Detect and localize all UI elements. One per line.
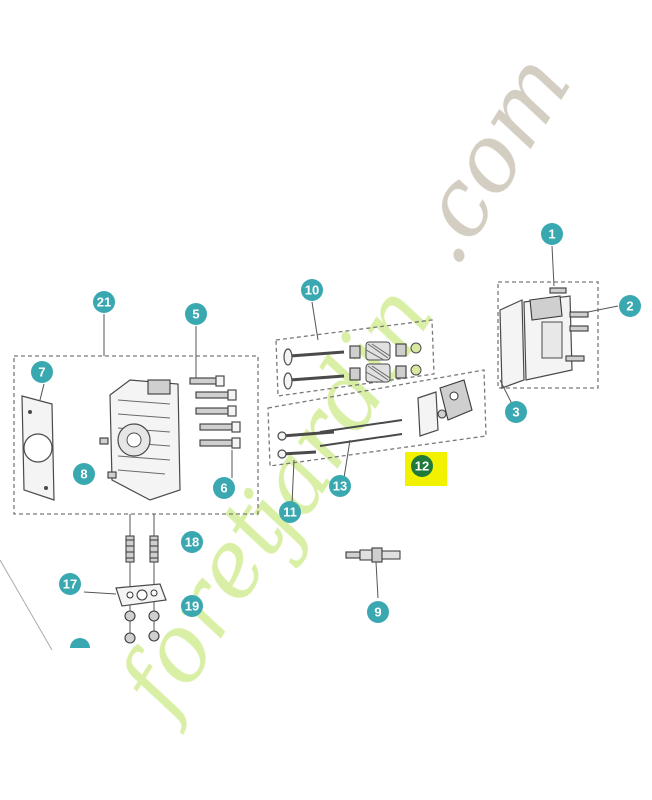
exhaust-gasket <box>115 583 167 607</box>
callout-8: 8 <box>73 463 95 485</box>
group-box-valves <box>275 319 435 397</box>
callout-label: 9 <box>374 605 381 620</box>
callout-circle <box>93 291 115 313</box>
watermark-text-com: .com <box>383 35 592 281</box>
callout-label: 18 <box>185 535 199 550</box>
callout-circle <box>73 463 95 485</box>
spark-plug <box>345 547 401 563</box>
callout-circle <box>367 601 389 623</box>
callout-circle <box>619 295 641 317</box>
callout-label: 19 <box>185 599 199 614</box>
callout-circle <box>411 455 433 477</box>
callout-11: 11 <box>279 501 301 523</box>
callout-5: 5 <box>185 303 207 325</box>
callout-label: 3 <box>512 405 519 420</box>
callout-label: 17 <box>63 577 77 592</box>
callout-21: 21 <box>93 291 115 313</box>
callout-1: 1 <box>541 223 563 245</box>
callout-17: 17 <box>59 573 81 595</box>
callout-18: 18 <box>181 531 203 553</box>
dowel-pin <box>99 437 109 445</box>
callout-label: 13 <box>333 479 347 494</box>
dowel-pin-2 <box>107 471 117 479</box>
callout-circle <box>181 531 203 553</box>
callout-12: 12 <box>411 455 433 477</box>
leader-1 <box>551 245 555 287</box>
callout-circle <box>59 573 81 595</box>
callout-6: 6 <box>213 477 235 499</box>
callout-label: 21 <box>97 295 111 310</box>
callout-circle <box>181 595 203 617</box>
callout-circle <box>185 303 207 325</box>
valve-cover-bolts <box>549 287 589 362</box>
leader-11 <box>291 459 295 505</box>
callout-label: 2 <box>626 299 633 314</box>
callout-label: 7 <box>38 365 45 380</box>
studs <box>125 535 159 563</box>
pushrods <box>277 419 403 459</box>
valves <box>283 348 345 390</box>
callout-circle <box>301 279 323 301</box>
leader-10 <box>311 301 319 341</box>
callout-label: 12 <box>415 459 429 474</box>
callout-19: 19 <box>181 595 203 617</box>
callout-circle <box>213 477 235 499</box>
leader-17 <box>83 591 117 595</box>
group-box-valve-cover <box>497 281 599 389</box>
callout-10: 10 <box>301 279 323 301</box>
partial-callout <box>70 638 90 648</box>
cylinder-head <box>109 379 181 501</box>
callout-label: 6 <box>220 481 227 496</box>
leader-7 <box>39 383 45 401</box>
leader-2 <box>587 305 619 313</box>
callout-label: 10 <box>305 283 319 298</box>
leader-13 <box>343 439 351 479</box>
valve-springs <box>349 341 422 383</box>
nuts <box>124 610 160 644</box>
callout-circle <box>31 361 53 383</box>
leader-9 <box>375 561 379 599</box>
leader-3 <box>499 379 513 405</box>
head-gasket <box>21 395 55 501</box>
callout-2: 2 <box>619 295 641 317</box>
valve-cover <box>499 295 573 389</box>
callout-7: 7 <box>31 361 53 383</box>
callout-circle <box>329 475 351 497</box>
callout-label: 8 <box>80 467 87 482</box>
callout-label: 1 <box>548 227 555 242</box>
callout-circle <box>541 223 563 245</box>
head-bolts <box>189 375 241 449</box>
callout-label: 11 <box>283 505 297 520</box>
callout-3: 3 <box>505 401 527 423</box>
callout-circle <box>279 501 301 523</box>
callout-9: 9 <box>367 601 389 623</box>
edge-line <box>0 559 53 651</box>
group-box-cylinder-head <box>13 355 259 515</box>
callout-13: 13 <box>329 475 351 497</box>
rocker-assembly <box>417 379 473 437</box>
callout-label: 5 <box>192 307 199 322</box>
callout-circle <box>505 401 527 423</box>
